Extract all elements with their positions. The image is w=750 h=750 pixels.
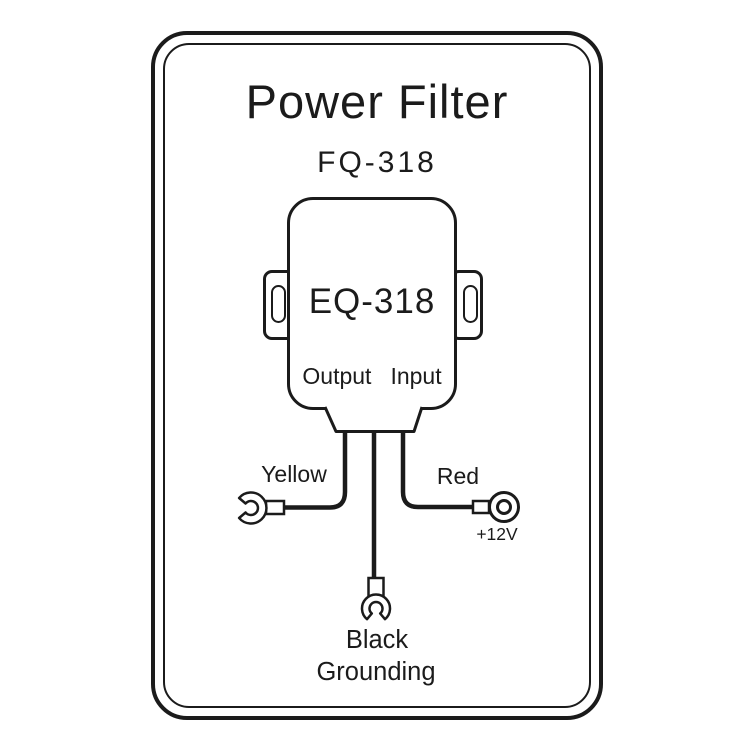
- model-number: FQ-318: [317, 146, 437, 179]
- output-port-label: Output: [302, 363, 372, 389]
- black-wire-label: Black: [345, 626, 409, 654]
- yellow-wire-label: Yellow: [261, 461, 327, 487]
- input-port-label: Input: [390, 363, 442, 389]
- mounting-slot-right: [463, 285, 478, 323]
- red-wire-voltage-label: +12V: [476, 524, 518, 544]
- page-title: Power Filter: [245, 75, 509, 128]
- red-wire-label: Red: [436, 463, 480, 489]
- black-wire-function-label: Grounding: [316, 658, 436, 686]
- mounting-slot-left: [271, 285, 286, 323]
- port-labels: Output Input: [290, 363, 454, 390]
- filter-device-body: EQ-318 Output Input: [287, 197, 457, 410]
- panel-inner-border: [163, 43, 591, 708]
- device-label: EQ-318: [308, 282, 436, 321]
